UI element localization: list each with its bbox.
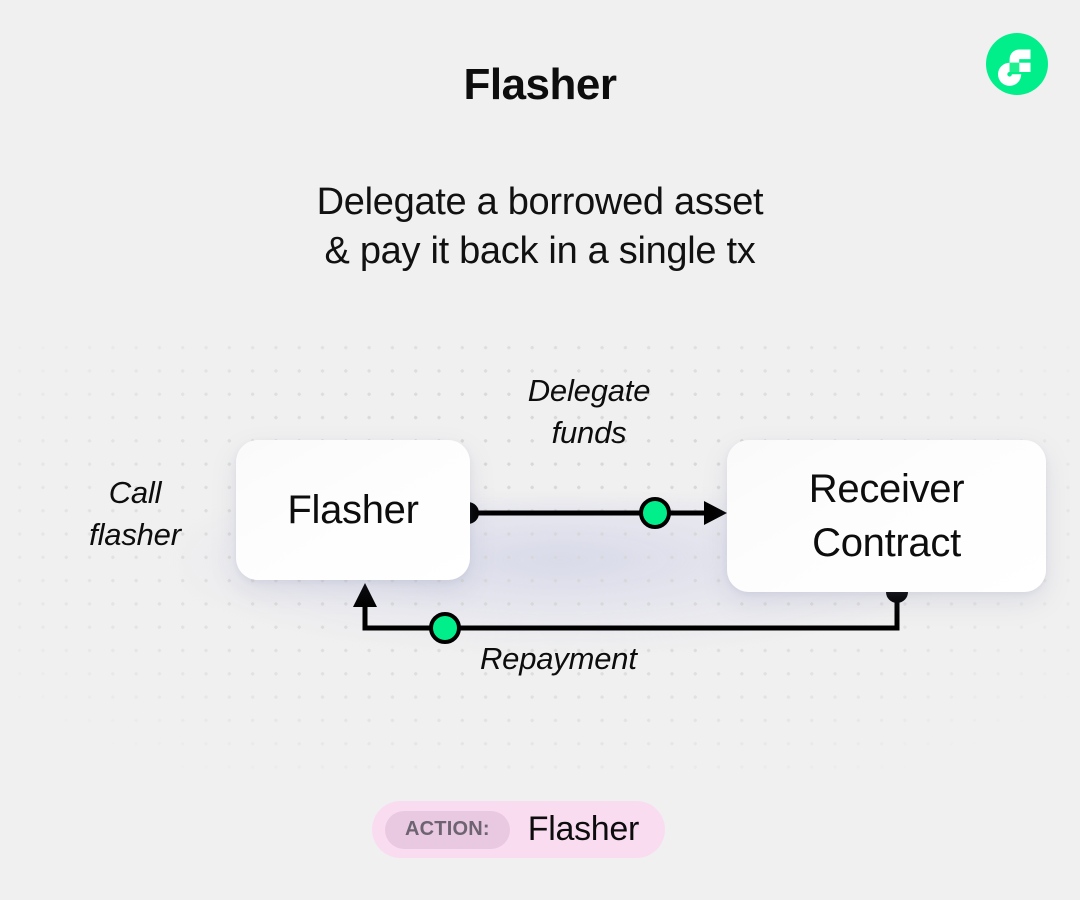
arrowhead-repayment-icon [353,583,377,607]
edge-label-call-line-2: flasher [89,517,181,552]
edge-label-call-flasher: Call flasher [55,472,215,556]
flow-diagram: Flasher Receiver Contract Call flasher D… [0,330,1080,770]
node-dot-repayment [429,612,461,644]
action-badge: ACTION: Flasher [372,801,666,858]
arrowhead-delegate-icon [704,501,727,525]
edge-label-delegate-line-1: Delegate [527,373,651,408]
page-subtitle: Delegate a borrowed asset & pay it back … [0,178,1080,276]
node-flasher-label: Flasher [287,488,419,532]
subtitle-line-1: Delegate a borrowed asset [316,181,764,223]
node-receiver-label-line-1: Receiver [808,467,965,511]
wire-repayment [362,592,900,631]
edge-label-repayment: Repayment [480,638,720,680]
node-receiver-label-line-2: Contract [812,521,961,565]
edge-label-delegate-funds: Delegate funds [489,370,689,454]
edge-label-call-line-1: Call [108,475,162,510]
action-badge-value: Flasher [527,810,640,848]
diagram-node-receiver-contract[interactable]: Receiver Contract [727,440,1046,592]
page-title: Flasher [463,60,617,109]
subtitle-line-2: & pay it back in a single tx [324,230,756,272]
action-badge-key: ACTION: [385,810,510,849]
diagram-node-flasher[interactable]: Flasher [236,440,470,580]
node-dot-delegate [639,497,671,529]
flow-logo-icon [986,33,1048,95]
edge-label-delegate-line-2: funds [551,415,627,450]
edge-label-repayment-text: Repayment [480,641,637,676]
